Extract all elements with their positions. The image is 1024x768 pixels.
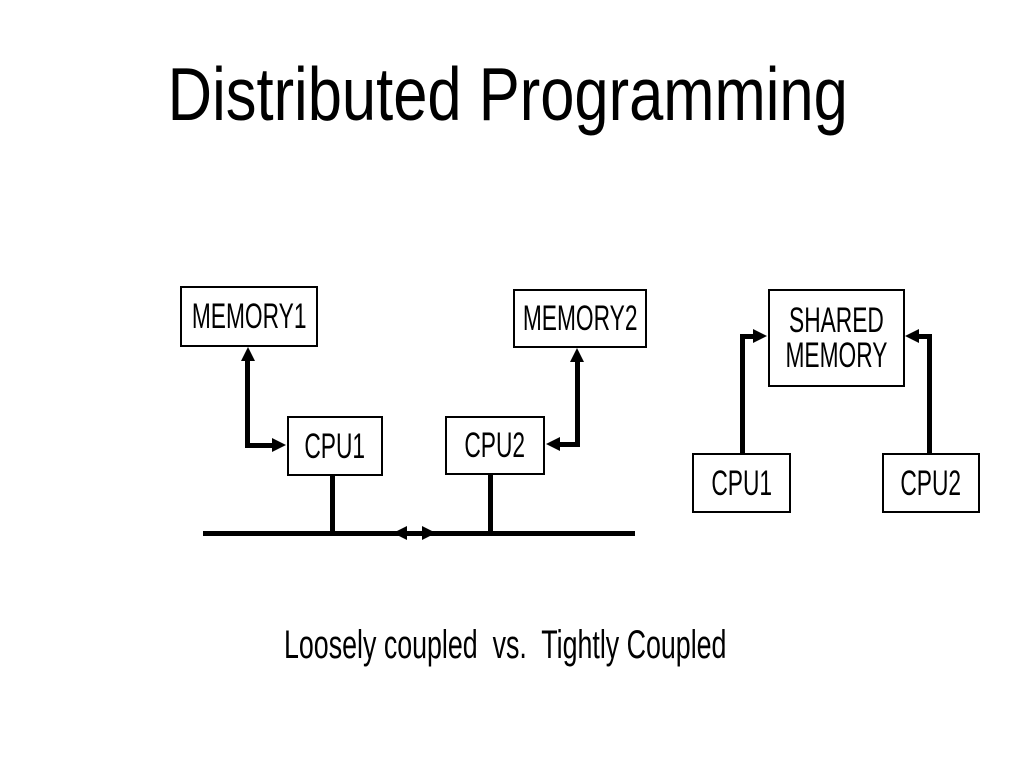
cpu1-shared-memory-connector-vertical: [740, 334, 745, 453]
arrowhead-up-icon: [241, 347, 255, 361]
cpu1-label-loosely: CPU1: [304, 426, 366, 466]
cpu1-label-tightly: CPU1: [711, 463, 772, 503]
cpu1-box-tightly: CPU1: [692, 453, 791, 513]
cpu1-box-loosely: CPU1: [287, 416, 383, 476]
arrowhead-left-icon: [546, 437, 560, 451]
slide-title: Distributed Programming: [0, 57, 1016, 132]
slide-caption: Loosely coupled vs. Tightly Coupled: [240, 585, 945, 705]
cpu1-memory1-connector-vertical: [245, 358, 250, 448]
memory1-label: MEMORY1: [191, 297, 307, 336]
cpu2-shared-memory-connector-horizontal: [917, 334, 932, 339]
cpu2-bus-drop-line: [488, 475, 493, 536]
shared-memory-line1: SHARED: [789, 301, 884, 340]
cpu2-shared-memory-connector-vertical: [927, 334, 932, 453]
shared-memory-box: SHARED MEMORY: [768, 289, 905, 387]
cpu1-memory1-connector-horizontal: [245, 443, 273, 448]
cpu2-label-tightly: CPU2: [900, 463, 962, 503]
cpu2-box-loosely: CPU2: [445, 416, 545, 475]
cpu1-shared-memory-connector-horizontal: [740, 334, 755, 339]
slide-title-text: Distributed Programming: [167, 52, 849, 136]
arrowhead-up-icon: [570, 348, 584, 362]
arrowhead-right-icon: [753, 329, 767, 343]
memory2-label: MEMORY2: [522, 299, 638, 338]
shared-memory-line2: MEMORY: [785, 336, 888, 375]
cpu2-label-loosely: CPU2: [464, 426, 526, 465]
memory2-box: MEMORY2: [513, 289, 647, 348]
cpu2-memory2-connector-horizontal: [559, 442, 580, 447]
shared-memory-label: SHARED MEMORY: [786, 303, 888, 373]
arrowhead-left-icon: [393, 526, 407, 540]
arrowhead-right-icon: [272, 438, 286, 452]
slide-caption-text: Loosely coupled vs. Tightly Coupled: [284, 623, 727, 667]
memory1-box: MEMORY1: [180, 286, 318, 347]
cpu1-bus-drop-line: [330, 476, 335, 536]
system-bus-line: [203, 531, 635, 536]
arrowhead-right-icon: [422, 526, 436, 540]
cpu2-box-tightly: CPU2: [882, 453, 980, 513]
arrowhead-left-icon: [905, 329, 919, 343]
cpu2-memory2-connector-vertical: [575, 359, 580, 447]
